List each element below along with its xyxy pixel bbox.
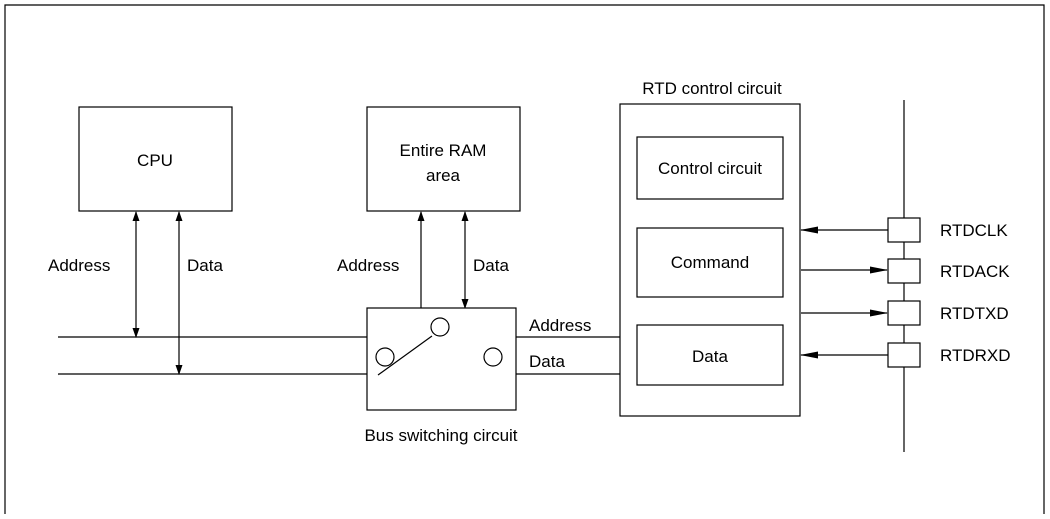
cpu-label: CPU bbox=[137, 151, 173, 170]
ram-data-label: Data bbox=[473, 256, 509, 275]
pin-rtdclk bbox=[887, 217, 921, 243]
ram-label-line1: Entire RAM bbox=[400, 141, 487, 160]
command-label: Command bbox=[671, 253, 749, 272]
pin-rtdrxd bbox=[887, 342, 921, 368]
signal-label-rtdclk: RTDCLK bbox=[940, 221, 1008, 240]
pin-rtdack bbox=[887, 258, 921, 284]
outer-frame bbox=[4, 4, 1045, 514]
data-block bbox=[636, 324, 784, 386]
cpu-data-label: Data bbox=[187, 256, 223, 275]
switch-contact-left bbox=[375, 347, 395, 367]
cpu-address-label: Address bbox=[48, 256, 110, 275]
switch-lever bbox=[377, 335, 433, 376]
signal-label-rtdtxd: RTDTXD bbox=[940, 304, 1009, 323]
signal-label-rtdrxd: RTDRXD bbox=[940, 346, 1011, 365]
data-block-label: Data bbox=[692, 347, 728, 366]
switch-contact-top bbox=[430, 317, 450, 337]
cpu-box bbox=[78, 106, 233, 212]
control-circuit-block bbox=[636, 136, 784, 200]
ram-address-label: Address bbox=[337, 256, 399, 275]
switch-address-label: Address bbox=[529, 316, 591, 335]
ram-box bbox=[366, 106, 521, 212]
rtd-title: RTD control circuit bbox=[642, 79, 782, 98]
bus-switch-caption: Bus switching circuit bbox=[364, 426, 517, 445]
signal-label-rtdack: RTDACK bbox=[940, 262, 1010, 281]
ram-label-line2: area bbox=[426, 166, 461, 185]
command-block bbox=[636, 227, 784, 298]
switch-data-label: Data bbox=[529, 352, 565, 371]
pin-rtdtxd bbox=[887, 300, 921, 326]
control-circuit-label: Control circuit bbox=[658, 159, 762, 178]
switch-contact-right bbox=[483, 347, 503, 367]
